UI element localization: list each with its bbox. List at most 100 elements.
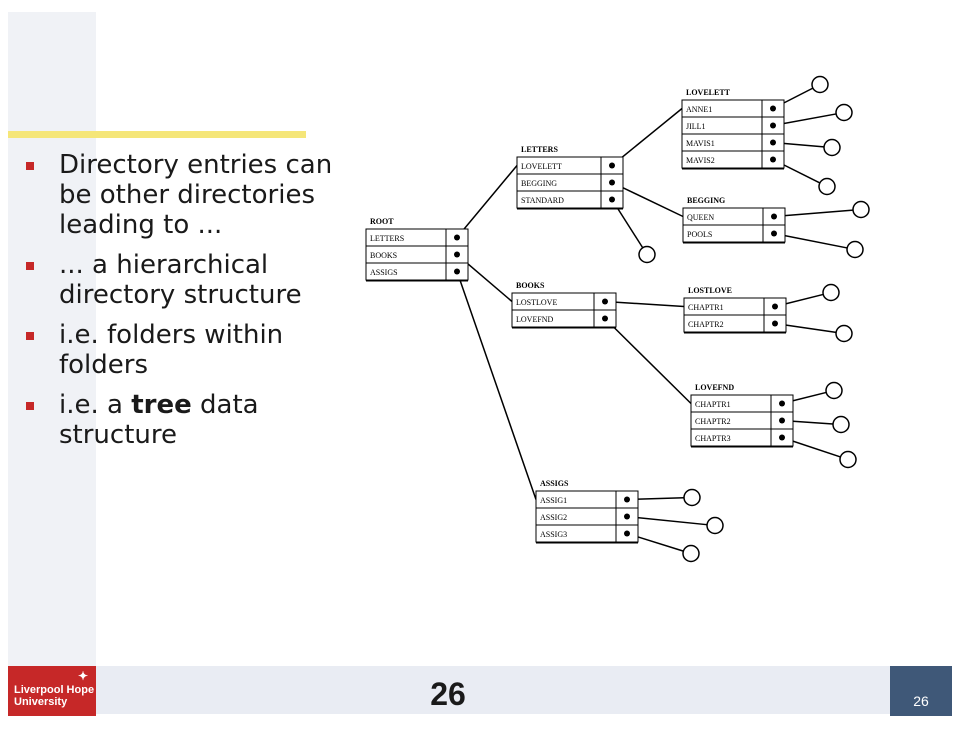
entry-label: ASSIG3 (540, 530, 567, 539)
entry-label: LOVELETT (521, 162, 562, 171)
pointer-dot-icon (771, 230, 777, 237)
page-number-corner: 26 (890, 666, 952, 716)
bullet-marker-icon (26, 332, 34, 340)
entry-label: CHAPTR1 (695, 400, 731, 409)
entry-label: QUEEN (687, 213, 714, 222)
directory-title: ROOT (370, 217, 394, 226)
directory-title: ASSIGS (540, 479, 569, 488)
file-link (773, 209, 854, 218)
bullet-text: ... a hierarchical directory structure (59, 250, 302, 310)
left-decor-strip (8, 12, 96, 667)
file-leaf-icon (811, 75, 829, 94)
file-leaf-icon (683, 488, 701, 507)
directory-title: LOVEFND (695, 383, 734, 392)
directory-node-begging: BEGGING QUEEN POOLS (682, 196, 786, 244)
entry-label: MAVIS2 (686, 156, 715, 165)
pointer-dot-icon (609, 196, 615, 203)
file-leaf-icon (832, 415, 850, 434)
pointer-dot-icon (454, 268, 460, 275)
directory-tree-diagram: ROOT LETTERS BOOKS ASSIGS LETTERS LOVELETT BEG… (365, 75, 870, 563)
entry-label: BEGGING (521, 179, 557, 188)
page-number-center: 26 (430, 676, 466, 712)
pointer-dot-icon (454, 251, 460, 258)
file-leaves (638, 75, 870, 563)
entry-label: BOOKS (370, 251, 397, 260)
pointer-dot-icon (770, 156, 776, 163)
directory-title: LOSTLOVE (688, 286, 732, 295)
logo-star-icon: ✦ (77, 669, 88, 683)
pointer-dot-icon (624, 513, 630, 520)
file-leaf-icon (818, 177, 836, 196)
entry-label: LOSTLOVE (516, 298, 557, 307)
pointer-dot-icon (602, 298, 608, 305)
entry-label: CHAPTR3 (695, 434, 731, 443)
pointer-dot-icon (770, 122, 776, 129)
bullet-text: i.e. folders within folders (59, 320, 284, 380)
entry-label: ASSIGS (370, 268, 398, 277)
directory-node-letters: LETTERS LOVELETT BEGGING STANDARD (516, 145, 624, 210)
bullet-item: ... a hierarchical directory structure (24, 250, 334, 310)
pointer-dot-icon (609, 179, 615, 186)
directory-link (456, 271, 537, 500)
file-link (773, 232, 848, 249)
logo-line2: University (14, 696, 68, 708)
pointer-dot-icon (779, 400, 785, 407)
bullet-item: Directory entries can be other directori… (24, 150, 334, 240)
entry-label: ASSIG2 (540, 513, 567, 522)
pointer-dot-icon (770, 139, 776, 146)
file-leaf-icon (706, 516, 724, 535)
bullet-item: i.e. folders within folders (24, 320, 334, 380)
university-logo: ✦ Liverpool Hope University (8, 666, 96, 716)
file-link (626, 515, 708, 526)
bullet-text: i.e. a (59, 390, 132, 420)
file-leaf-icon (852, 200, 870, 219)
directory-link (604, 300, 685, 308)
file-leaf-icon (682, 544, 700, 563)
file-leaf-icon (846, 240, 864, 259)
directory-link (604, 317, 692, 405)
bullet-marker-icon (26, 262, 34, 270)
pointer-dot-icon (624, 496, 630, 503)
entry-label: ANNE1 (686, 105, 712, 114)
file-leaf-icon (638, 245, 656, 264)
entry-label: MAVIS1 (686, 139, 715, 148)
bullet-marker-icon (26, 162, 34, 170)
file-leaf-icon (823, 138, 841, 157)
file-leaf-icon (839, 450, 857, 469)
bullet-list: Directory entries can be other directori… (24, 150, 334, 460)
directory-title: LOVELETT (686, 88, 731, 97)
file-leaf-icon (825, 381, 843, 400)
pointer-dot-icon (779, 417, 785, 424)
file-leaf-icon (822, 283, 840, 302)
directory-title: LETTERS (521, 145, 558, 154)
directory-link (611, 107, 683, 167)
pointer-dot-icon (454, 234, 460, 241)
pointer-dot-icon (602, 315, 608, 322)
pointer-dot-icon (771, 213, 777, 220)
pointer-dot-icon (772, 320, 778, 327)
footer-bar (8, 666, 952, 714)
entry-label: POOLS (687, 230, 712, 239)
directory-boxes: ROOT LETTERS BOOKS ASSIGS LETTERS LOVELETT BEG… (365, 88, 794, 544)
entry-label: LETTERS (370, 234, 404, 243)
entry-label: CHAPTR2 (695, 417, 731, 426)
entry-label: CHAPTR1 (688, 303, 724, 312)
directory-title: BEGGING (687, 196, 725, 205)
file-leaf-icon (835, 103, 853, 122)
directory-link (611, 181, 684, 218)
entry-label: JILL1 (686, 122, 706, 131)
bullet-text: data structure (59, 390, 259, 450)
pointer-dot-icon (609, 162, 615, 169)
entry-label: ASSIG1 (540, 496, 567, 505)
entry-label: CHAPTR2 (688, 320, 724, 329)
entry-label: STANDARD (521, 196, 564, 205)
pointer-dot-icon (624, 530, 630, 537)
bullet-marker-icon (26, 402, 34, 410)
directory-title: BOOKS (516, 281, 545, 290)
title-accent-line (8, 131, 306, 138)
bullet-text-bold: tree (131, 390, 192, 420)
